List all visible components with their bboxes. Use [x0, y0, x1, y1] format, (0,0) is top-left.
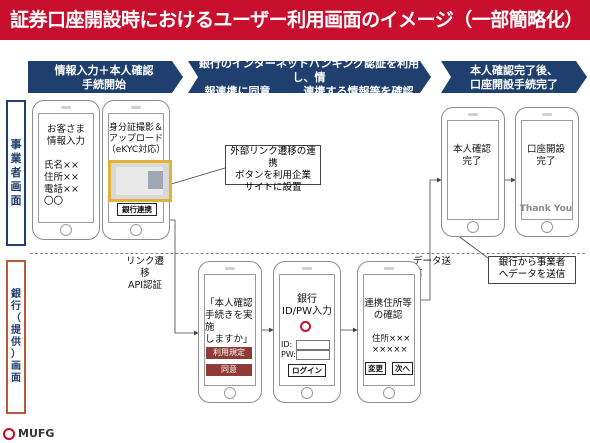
phone-bank-login	[273, 261, 341, 403]
section-divider	[30, 253, 585, 254]
phone-account-opened	[515, 107, 579, 237]
phone-customer-info	[32, 100, 100, 240]
bank-link-button[interactable]: 銀行連携	[117, 203, 157, 216]
pw-input[interactable]	[296, 350, 330, 360]
phone3-heading: 本人確認 完了	[452, 144, 491, 167]
pw-label: PW:	[281, 350, 296, 359]
change-button[interactable]: 変更	[365, 362, 386, 375]
id-input[interactable]	[296, 340, 330, 350]
callout-external-link: 外部リンク遷移の連携 ボタンを利用企業 サイトに設置	[225, 145, 321, 193]
id-label: ID:	[281, 340, 293, 349]
phone1-heading: お客さま 情報入力	[46, 124, 85, 147]
arrow-link-transition	[168, 219, 199, 336]
id-card-image	[108, 160, 172, 202]
address-text: 住所××× ×××××	[372, 334, 411, 355]
mufg-logo-text: MUFG	[18, 427, 55, 440]
phone5-heading: 「本人確認 手続きを実施 しますか」	[205, 298, 253, 345]
phone2-heading: 身分証撮影＆ アップロード （eKYC対応）	[106, 123, 166, 155]
banner-step2: 銀行のインターネットバンキング認証を利用し、情 報連携に同意 連携する情報等を確…	[198, 56, 420, 98]
phone6-heading: 銀行 ID/PW入力	[282, 294, 332, 317]
banner-step1: 情報入力＋本人確認 手続開始	[54, 63, 154, 91]
side-label-bank: 銀 行 （ 提 供 ） 画 面	[6, 260, 26, 414]
side-label-business: 事 業 者 画 面	[6, 100, 26, 246]
bank-logo-icon	[300, 321, 311, 332]
agree-button[interactable]: 同意	[206, 364, 252, 376]
callout-bank-to-business: 銀行から事業者 へデータを送信	[488, 256, 576, 284]
phone7-heading: 連携住所等 の確認	[364, 298, 412, 321]
login-button[interactable]: ログイン	[288, 364, 326, 377]
phone-consent	[198, 261, 262, 403]
phone-identity-confirmed	[441, 107, 505, 237]
mufg-logo: MUFG	[3, 426, 83, 442]
link-api-label: リンク遷移 API認証	[125, 256, 164, 291]
phone4-heading: 口座開設 完了	[526, 144, 565, 167]
phone-address-confirm	[357, 261, 421, 403]
thank-you-text: Thank You	[519, 204, 573, 214]
next-button[interactable]: 次へ	[392, 362, 413, 375]
mufg-mark-icon	[3, 428, 15, 440]
terms-button[interactable]: 利用規定	[206, 347, 252, 359]
callout-line	[167, 167, 226, 186]
page-title: 証券口座開設時におけるユーザー利用画面のイメージ（一部簡略化）	[10, 9, 583, 31]
phone1-fields: 氏名×× 住所×× 電話×× 〇〇	[44, 160, 79, 207]
banner-step3: 本人確認完了後、 口座開設手続完了	[470, 63, 558, 91]
title-bar	[0, 0, 590, 40]
